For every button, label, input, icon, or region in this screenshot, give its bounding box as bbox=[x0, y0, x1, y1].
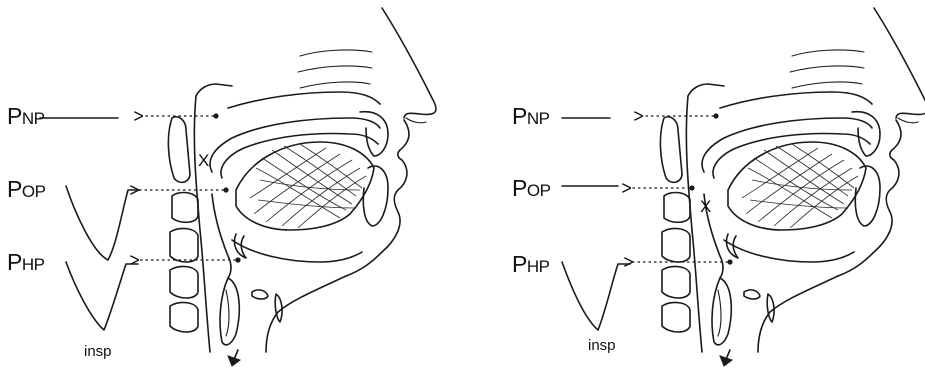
php-pressure-trace bbox=[66, 262, 138, 330]
pop-probe bbox=[630, 185, 695, 190]
php-probe bbox=[632, 259, 733, 264]
obstruction-mark: X bbox=[700, 197, 711, 216]
insp-label: insp bbox=[588, 337, 616, 354]
panel-left: PNP POP PHP insp X bbox=[7, 8, 436, 366]
php-label: PHP bbox=[7, 249, 45, 275]
php-pressure-trace bbox=[562, 262, 630, 330]
pop-label: POP bbox=[7, 176, 46, 202]
panel-right: PNP POP PHP insp X bbox=[512, 8, 925, 366]
php-label: PHP bbox=[512, 251, 550, 277]
head-airway-sagittal-drawing bbox=[660, 8, 925, 366]
obstruction-mark: X bbox=[198, 151, 209, 170]
pop-label: POP bbox=[512, 175, 551, 201]
pop-pressure-trace bbox=[66, 186, 140, 260]
pnp-label: PNP bbox=[7, 103, 45, 129]
pnp-probe bbox=[642, 113, 719, 118]
head-airway-sagittal-drawing bbox=[168, 8, 436, 366]
insp-label: insp bbox=[84, 343, 112, 360]
pnp-label: PNP bbox=[512, 103, 550, 129]
